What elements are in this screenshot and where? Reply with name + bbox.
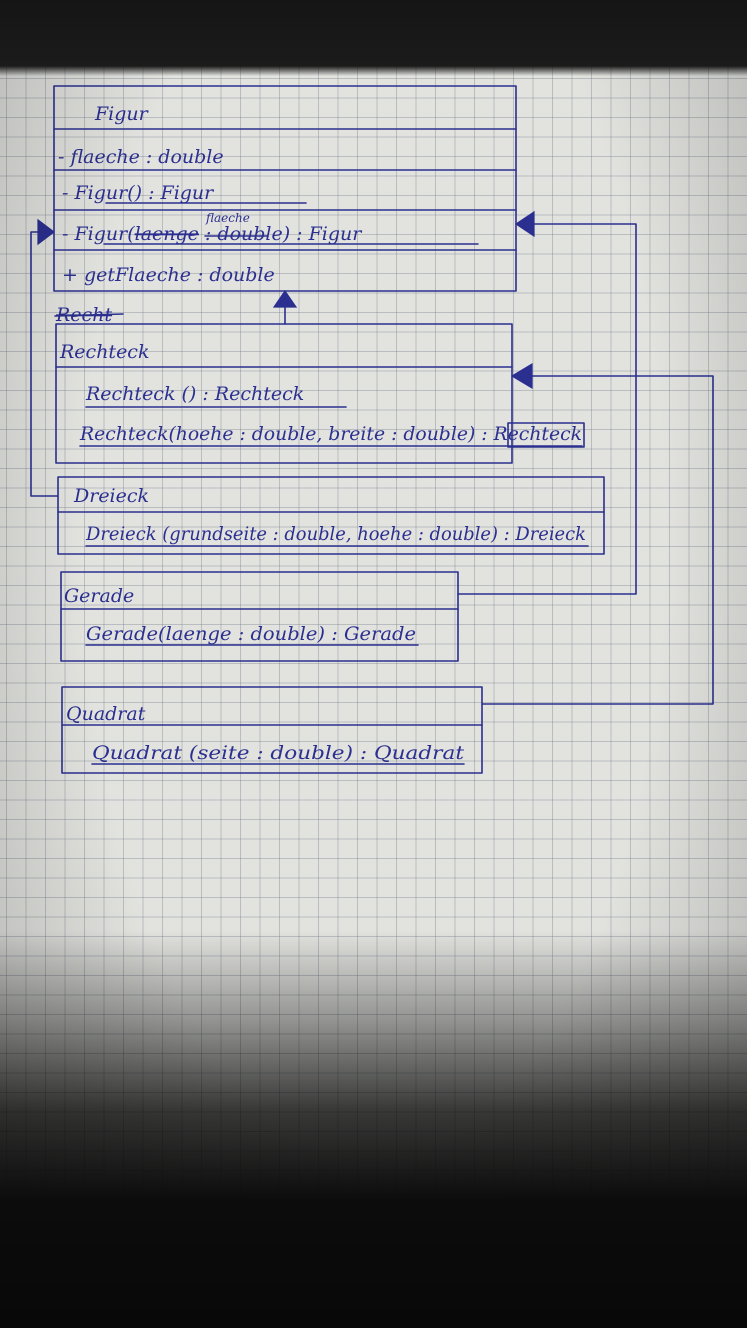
class-gerade-op-constructor: Gerade(laenge : double) : Gerade bbox=[86, 623, 416, 645]
class-rechteck-name: Rechteck bbox=[59, 341, 149, 363]
class-gerade-name: Gerade bbox=[64, 585, 134, 607]
arrow-rechteck-to-figur bbox=[272, 289, 298, 325]
class-quadrat-name: Quadrat bbox=[66, 703, 146, 725]
class-quadrat-op-constructor: Quadrat (seite : double) : Quadrat bbox=[92, 742, 464, 764]
class-quadrat[interactable]: Quadrat Quadrat (seite : double) : Quadr… bbox=[61, 686, 483, 774]
class-dreieck-name: Dreieck bbox=[73, 485, 149, 507]
class-figur-op-constructor: - Figur() : Figur bbox=[62, 182, 215, 204]
op2-prefix: - Figur( bbox=[62, 223, 135, 245]
class-figur[interactable]: Figur - flaeche : double - Figur() : Fig… bbox=[53, 85, 517, 292]
class-figur-name: Figur bbox=[94, 103, 150, 125]
class-figur-op-getflaeche: + getFlaeche : double bbox=[62, 264, 275, 286]
arrowhead-gerade-figur bbox=[514, 210, 535, 238]
class-rechteck-op-constructor-param: Rechteck(hoehe : double, breite : double… bbox=[79, 423, 582, 445]
class-rechteck[interactable]: Rechteck Rechteck () : Rechteck Rechteck… bbox=[55, 323, 585, 464]
class-figur-attribute: - flaeche : double bbox=[58, 146, 224, 168]
class-dreieck[interactable]: Dreieck Dreieck (grundseite : double, ho… bbox=[57, 476, 605, 555]
arrowhead-quadrat-rechteck bbox=[510, 362, 533, 390]
class-rechteck-op-constructor: Rechteck () : Rechteck bbox=[85, 383, 304, 405]
class-dreieck-op-constructor: Dreieck (grundseite : double, hoehe : do… bbox=[85, 523, 586, 545]
op2-struck: laenge bbox=[135, 223, 199, 245]
arrowhead-dreieck-figur bbox=[37, 218, 55, 246]
class-figur-op2-correction: flaeche bbox=[205, 211, 250, 225]
op2-suffix: : double) : Figur bbox=[199, 223, 363, 245]
class-figur-op-constructor-param: - Figur(laenge : double) : Figur bbox=[62, 223, 363, 245]
arrowhead-rechteck-figur bbox=[272, 289, 298, 308]
class-gerade[interactable]: Gerade Gerade(laenge : double) : Gerade bbox=[60, 571, 459, 662]
